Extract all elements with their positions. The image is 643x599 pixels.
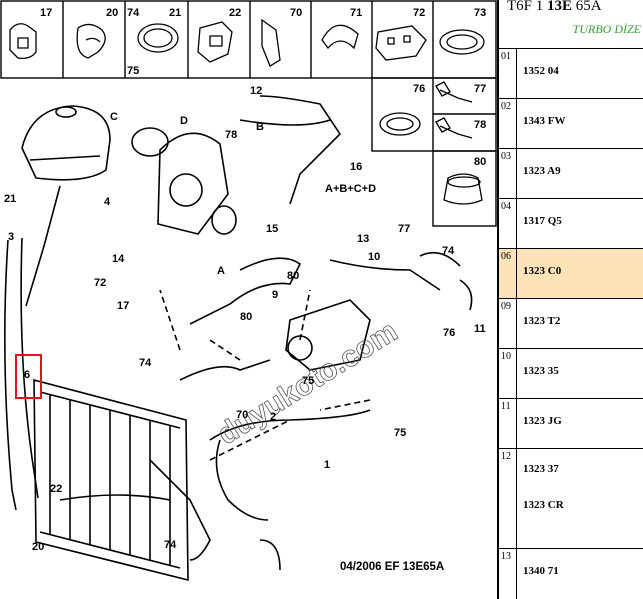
callout: 80 (474, 156, 486, 168)
callout: 14 (112, 253, 125, 265)
part-number: 1317 Q5 (523, 215, 562, 227)
part-number: 1323 37 (523, 463, 559, 475)
callout: 80 (240, 311, 252, 323)
grid-part-sketches (9, 18, 485, 205)
callout: 70 (236, 409, 248, 421)
callout: 78 (225, 129, 237, 141)
callout: 74 (127, 7, 140, 19)
callout: 11 (474, 323, 486, 335)
callout: 20 (32, 541, 44, 553)
row-index: 03 (499, 149, 517, 198)
callout: 15 (266, 223, 278, 235)
row-index: 01 (499, 49, 517, 98)
callout: 74 (442, 245, 455, 257)
parts-box-80 (432, 150, 497, 227)
callout: 21 (169, 7, 181, 19)
callout: 16 (350, 161, 362, 173)
part-row[interactable]: 01 1352 04 (499, 48, 643, 98)
part-row[interactable]: 03 1323 A9 (499, 148, 643, 198)
callout: 17 (117, 300, 129, 312)
part-number: 1323 35 (523, 365, 559, 377)
callout: 70 (290, 7, 302, 19)
callout: 72 (413, 7, 425, 19)
part-number: 1323 JG (523, 415, 562, 427)
parts-grid-frame (0, 0, 497, 79)
callout-labels: 17 20 74 21 75 22 70 71 72 73 76 77 78 8… (4, 7, 486, 553)
part-row[interactable]: 06 1323 C0 (499, 248, 643, 298)
callout: 4 (104, 196, 111, 208)
callout: D (180, 115, 188, 127)
callout: B (256, 121, 264, 133)
panel-header: T6F 1 13E 65A (499, 0, 643, 14)
callout: 78 (474, 119, 486, 131)
part-row[interactable]: 02 1343 FW (499, 98, 643, 148)
diagram-footer: 04/2006 EF 13E65A (340, 561, 444, 573)
callout: 80 (287, 270, 299, 282)
row-index: 13 (499, 549, 517, 599)
part-row[interactable]: 09 1323 T2 (499, 298, 643, 348)
callout: 75 (127, 65, 139, 77)
callout: 13 (357, 233, 369, 245)
callout: 17 (40, 7, 52, 19)
row-index: 02 (499, 99, 517, 148)
callout: 76 (443, 327, 455, 339)
callout: 20 (106, 7, 118, 19)
callout: 77 (474, 83, 486, 95)
callout: 3 (8, 231, 14, 243)
row-index: 06 (499, 249, 517, 298)
row-index: 04 (499, 199, 517, 248)
header-suffix: 65A (572, 0, 602, 14)
callout: 12 (250, 85, 262, 97)
part-row[interactable]: 11 1323 JG (499, 398, 643, 448)
part-number: 1343 FW (523, 115, 566, 127)
callout: 71 (350, 7, 362, 19)
header-code: 13E (547, 0, 573, 14)
reference-panel: T6F 1 13E 65A TURBO DİZE 01 1352 04 02 1343… (497, 0, 643, 599)
parts-diagram: duyukoto.com 17 20 74 21 75 22 70 71 72 … (0, 0, 497, 582)
callout: 22 (229, 7, 241, 19)
part-row[interactable]: 04 1317 Q5 (499, 198, 643, 248)
header-prefix: T6F 1 (507, 0, 548, 14)
part-number: 1323 CR (523, 499, 564, 511)
callout: 74 (164, 539, 177, 551)
callout: 22 (50, 483, 62, 495)
callout: 21 (4, 193, 16, 205)
callout: 1 (324, 459, 330, 471)
callout: 9 (272, 289, 278, 301)
callout: 75 (302, 375, 314, 387)
callout: A (217, 265, 225, 277)
row-index: 09 (499, 299, 517, 348)
part-number: 1323 C0 (523, 265, 562, 277)
row-index: 10 (499, 349, 517, 398)
part-number: 1323 T2 (523, 315, 561, 327)
callout: 10 (368, 251, 380, 263)
callout: 74 (139, 357, 152, 369)
assembly-sketch (4, 95, 473, 582)
callout: 72 (94, 277, 106, 289)
callout: 6 (24, 369, 30, 381)
callout: 77 (398, 223, 410, 235)
highlight-box-6 (15, 354, 42, 399)
part-number: 1323 A9 (523, 165, 561, 177)
part-number: 1340 71 (523, 565, 559, 577)
row-index: 11 (499, 399, 517, 448)
callout: 76 (413, 83, 425, 95)
panel-subtitle: TURBO DİZE (572, 22, 641, 36)
callout: A+B+C+D (325, 183, 376, 195)
part-row[interactable]: 13 1340 71 (499, 548, 643, 599)
callout: 2 (270, 411, 276, 423)
part-row[interactable]: 10 1323 35 (499, 348, 643, 398)
callout: 75 (394, 427, 406, 439)
callout: C (110, 111, 118, 123)
callout: 73 (474, 7, 486, 19)
part-number: 1352 04 (523, 65, 559, 77)
part-row[interactable]: 12 1323 37 1323 CR (499, 448, 643, 548)
row-index: 12 (499, 449, 517, 548)
